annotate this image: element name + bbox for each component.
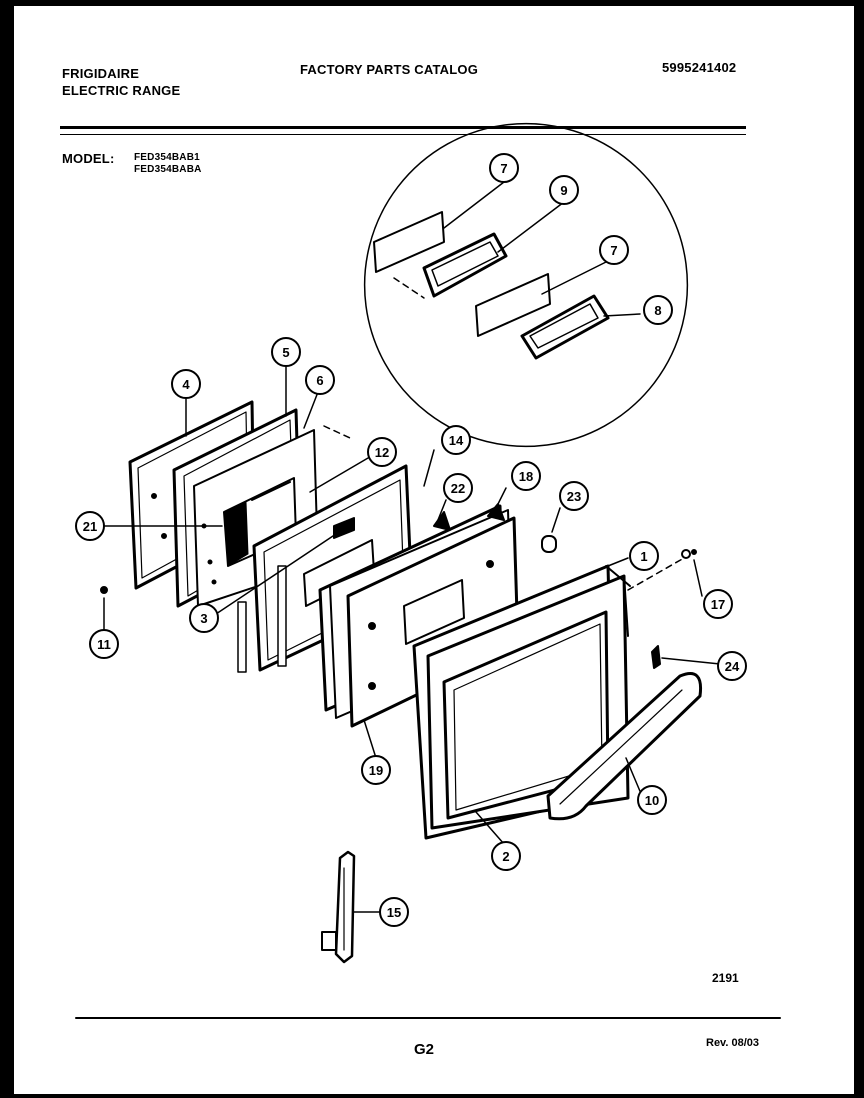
catalog-title: FACTORY PARTS CATALOG <box>300 62 479 77</box>
svg-text:4: 4 <box>182 377 190 392</box>
header-rule <box>60 126 746 129</box>
callout-24: 24 <box>717 651 747 681</box>
svg-text:18: 18 <box>519 469 533 484</box>
small-parts <box>100 425 697 669</box>
callout-7-upper: 7 <box>489 153 519 183</box>
model-number: FED354BABA <box>134 164 202 175</box>
callout-22: 22 <box>443 473 473 503</box>
callout-23: 23 <box>559 481 589 511</box>
callout-11: 11 <box>89 629 119 659</box>
catalog-page: FRIGIDAIRE ELECTRIC RANGE FACTORY PARTS … <box>14 6 854 1094</box>
catalog-number: 5995241402 <box>662 60 737 75</box>
callout-21: 21 <box>75 511 105 541</box>
callout-7-lower: 7 <box>599 235 629 265</box>
svg-text:9: 9 <box>560 183 567 198</box>
callout-5: 5 <box>271 337 301 367</box>
model-label: MODEL: <box>62 151 115 166</box>
callouts: 7 9 7 8 5 6 4 <box>75 153 747 927</box>
callout-9: 9 <box>549 175 579 205</box>
svg-text:10: 10 <box>645 793 659 808</box>
callout-15: 15 <box>379 897 409 927</box>
callout-14: 14 <box>441 425 471 455</box>
callout-3: 3 <box>189 603 219 633</box>
svg-text:11: 11 <box>97 637 111 652</box>
page-number: G2 <box>414 1041 434 1058</box>
svg-text:22: 22 <box>451 481 465 496</box>
svg-text:1: 1 <box>640 549 647 564</box>
callout-17: 17 <box>703 589 733 619</box>
door-handle <box>546 672 703 821</box>
svg-text:23: 23 <box>567 489 581 504</box>
svg-text:8: 8 <box>654 303 661 318</box>
model-number: FED354BAB1 <box>134 152 200 163</box>
revision-date: Rev. 08/03 <box>706 1037 759 1049</box>
callout-1: 1 <box>629 541 659 571</box>
callout-18: 18 <box>511 461 541 491</box>
svg-text:19: 19 <box>369 763 383 778</box>
figure-code: 2191 <box>712 971 739 985</box>
svg-text:3: 3 <box>200 611 207 626</box>
inset-detail <box>363 122 689 448</box>
brand-name: FRIGIDAIRE <box>62 66 140 81</box>
callout-4: 4 <box>171 369 201 399</box>
callout-8: 8 <box>643 295 673 325</box>
svg-text:21: 21 <box>83 519 97 534</box>
svg-text:24: 24 <box>725 659 740 674</box>
callout-6: 6 <box>305 365 335 395</box>
svg-text:7: 7 <box>500 161 507 176</box>
leader-lines <box>103 181 721 913</box>
callout-2: 2 <box>491 841 521 871</box>
svg-text:7: 7 <box>610 243 617 258</box>
svg-text:2: 2 <box>502 849 509 864</box>
product-name: ELECTRIC RANGE <box>62 83 181 98</box>
svg-text:12: 12 <box>375 445 389 460</box>
svg-text:17: 17 <box>711 597 725 612</box>
svg-text:14: 14 <box>449 433 464 448</box>
svg-text:6: 6 <box>316 373 323 388</box>
exploded-parts-diagram: 7 9 7 8 5 6 4 <box>75 122 781 1058</box>
callout-12: 12 <box>367 437 397 467</box>
callout-19: 19 <box>361 755 391 785</box>
header-rule-thin <box>60 134 746 135</box>
svg-text:5: 5 <box>282 345 289 360</box>
outer-door <box>412 564 631 840</box>
svg-text:15: 15 <box>387 905 401 920</box>
door-glass-pack <box>318 503 520 728</box>
door-hinge <box>321 850 356 964</box>
callout-10: 10 <box>637 785 667 815</box>
